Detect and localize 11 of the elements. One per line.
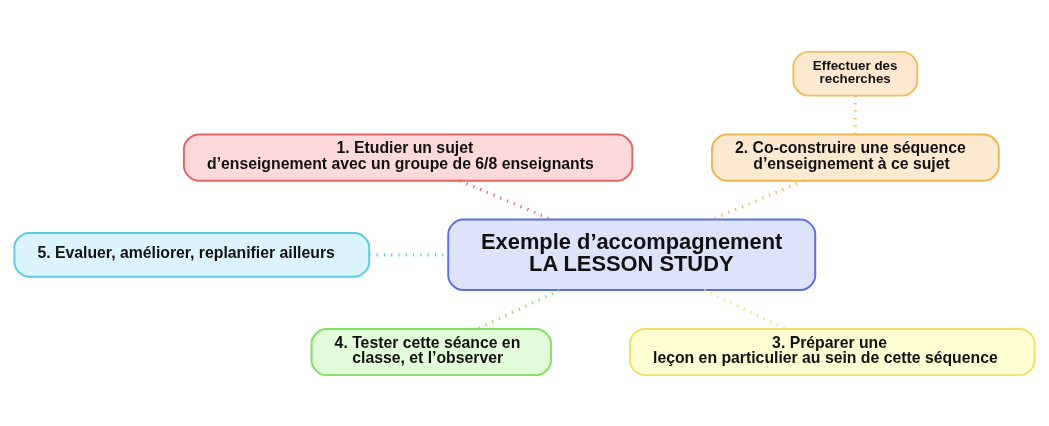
connector — [853, 95, 857, 134]
node-box: 3. Préparer une leçon en particulier au sein de cette séquence — [628, 327, 1036, 376]
connector — [477, 288, 561, 330]
node-box: 1. Etudier un sujet d’enseignement avec un groupe de 6/8 enseignants — [182, 133, 634, 182]
connector — [459, 178, 552, 221]
node-box: 4. Tester cette séance en classe, et l’observer — [310, 327, 552, 376]
node-box: 5. Evaluer, améliorer, replanifier ailleurs — [13, 231, 371, 278]
connector — [703, 288, 787, 330]
node-box: Exemple d’accompagnement LA LESSON STUDY — [447, 218, 817, 291]
node-box: Effectuer des recherches — [792, 50, 919, 97]
node-box: 2. Co-construire une séquence d’enseignement à ce sujet — [711, 133, 1000, 182]
